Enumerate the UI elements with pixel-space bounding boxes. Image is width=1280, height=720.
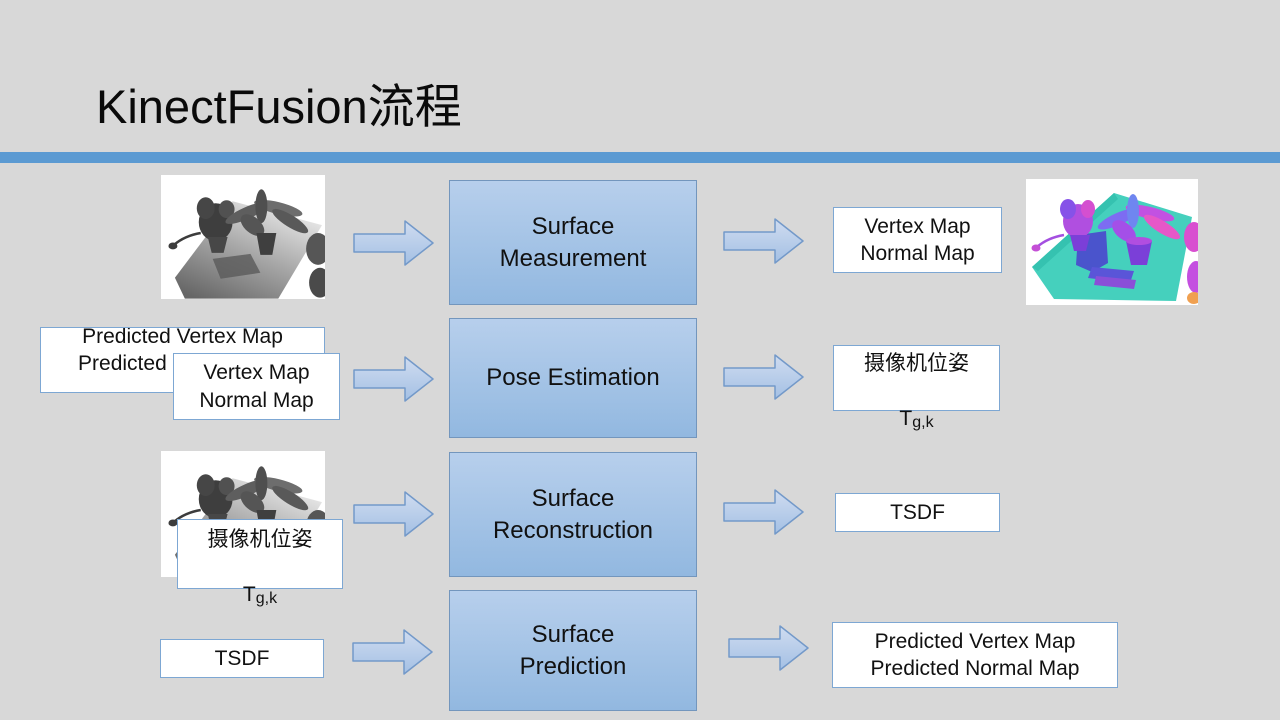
stage-label: Surface Prediction xyxy=(519,621,627,680)
arrow-right-icon xyxy=(723,352,805,402)
pose-variable-subscript: g,k xyxy=(912,413,934,431)
arrow-right-icon xyxy=(353,489,435,539)
label-text: Predicted Vertex Map Predicted Normal Ma… xyxy=(870,629,1080,680)
normal-map-image xyxy=(1026,179,1198,305)
stage-box-surface-measurement: Surface Measurement xyxy=(449,180,697,305)
label-box-tsdf-output: TSDF xyxy=(835,493,1000,532)
label-box-vertex-normal-map-input: Vertex Map Normal Map xyxy=(173,353,340,420)
arrow-right-icon xyxy=(723,216,805,266)
arrow-right-icon xyxy=(353,354,435,404)
stage-box-surface-reconstruction: Surface Reconstruction xyxy=(449,452,697,577)
stage-label: Pose Estimation xyxy=(486,364,660,392)
accent-bar xyxy=(0,152,1280,163)
stage-box-pose-estimation: Pose Estimation xyxy=(449,318,697,438)
pose-variable-subscript: g,k xyxy=(255,589,278,607)
label-text: TSDF xyxy=(214,646,270,670)
stage-box-surface-prediction: Surface Prediction xyxy=(449,590,697,711)
camera-pose-label: 摄像机位姿 xyxy=(864,351,969,375)
arrow-right-icon xyxy=(728,623,810,673)
depth-map-image xyxy=(161,175,325,299)
pose-variable: T xyxy=(899,406,913,430)
label-box-tsdf-input: TSDF xyxy=(160,639,324,678)
label-box-camera-pose-input: 摄像机位姿 Tg,k xyxy=(177,519,343,607)
label-text: TSDF xyxy=(890,500,945,524)
label-box-camera-pose-output: 摄像机位姿 Tg,k xyxy=(833,345,1000,431)
label-box-predicted-maps-output: Predicted Vertex Map Predicted Normal Ma… xyxy=(832,622,1118,688)
arrow-right-icon xyxy=(723,487,805,537)
stage-label: Surface Measurement xyxy=(499,213,647,272)
stage-label: Surface Reconstruction xyxy=(492,485,654,544)
label-text: Vertex Map Normal Map xyxy=(860,214,975,265)
pose-variable: T xyxy=(242,582,256,606)
label-box-vertex-normal-map-output: Vertex Map Normal Map xyxy=(833,207,1002,273)
arrow-right-icon xyxy=(352,627,434,677)
label-text: Vertex Map Normal Map xyxy=(199,361,314,412)
camera-pose-label: 摄像机位姿 xyxy=(207,527,313,551)
page-title: KinectFusion流程 xyxy=(96,80,462,133)
arrow-right-icon xyxy=(353,218,435,268)
